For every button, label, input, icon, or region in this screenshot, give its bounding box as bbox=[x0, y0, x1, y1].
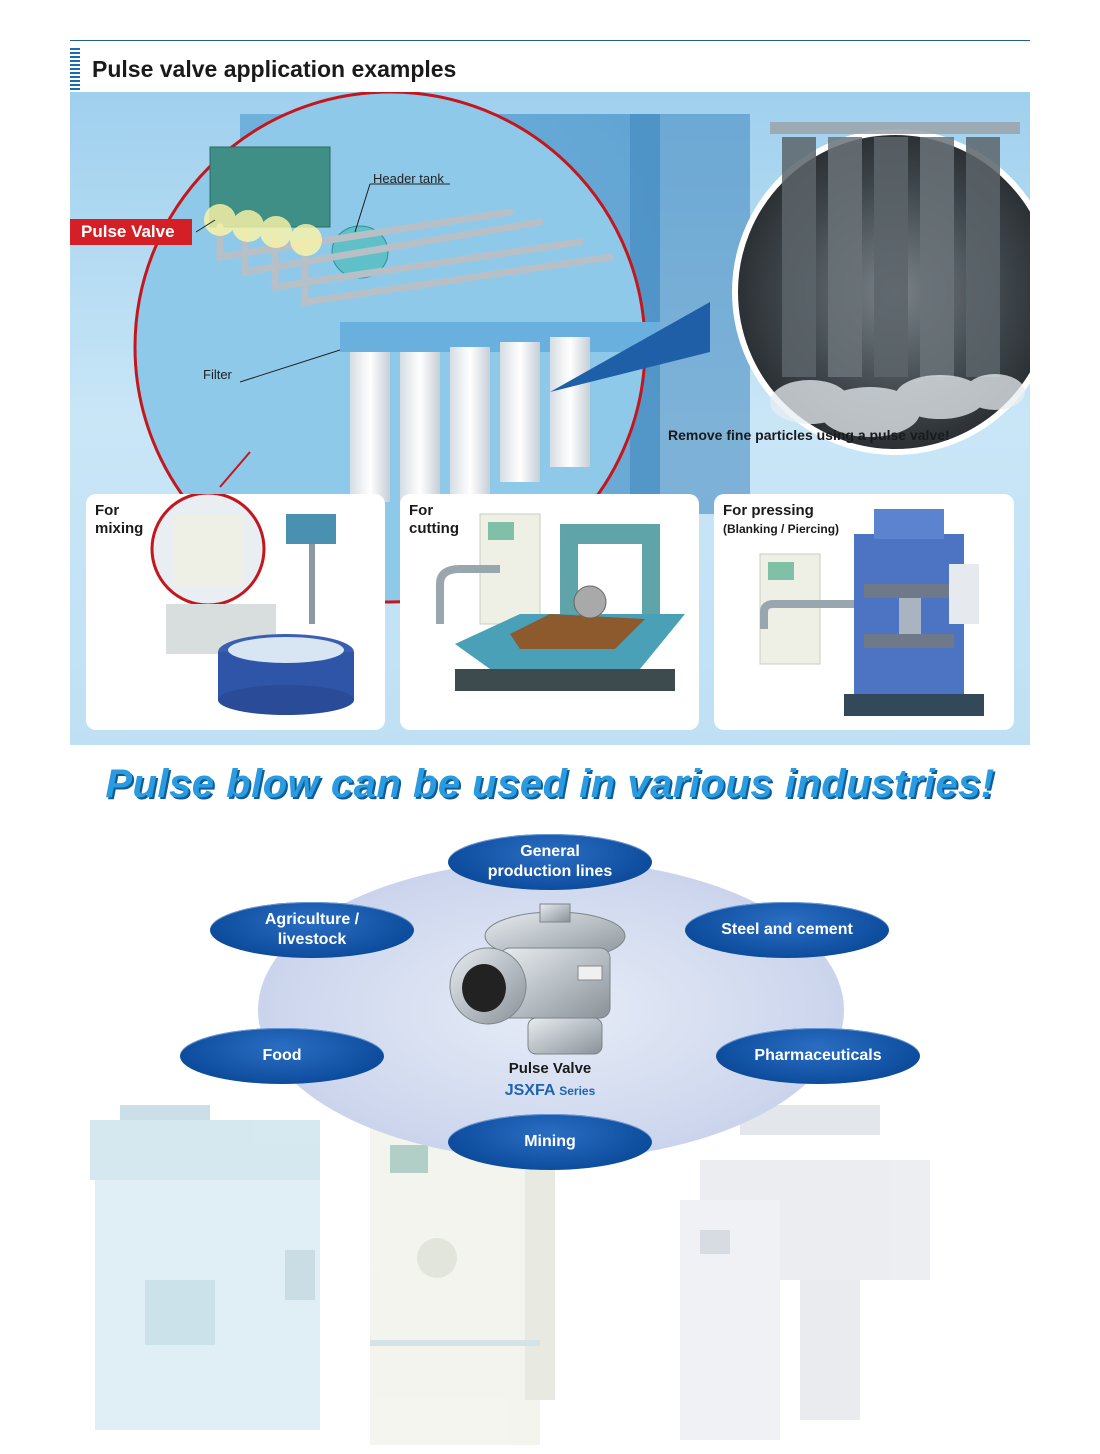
header-tank-label: Header tank bbox=[373, 171, 444, 186]
product-series-suffix: Series bbox=[559, 1084, 596, 1098]
filter-label: Filter bbox=[203, 367, 232, 382]
product-series: JSXFA Series bbox=[450, 1082, 650, 1100]
industry-steel-cement: Steel and cement bbox=[685, 902, 889, 958]
pulse-valve-product-image bbox=[449, 903, 626, 1055]
industry-food: Food bbox=[180, 1028, 384, 1084]
card-pressing-title: For pressing bbox=[723, 502, 814, 519]
heading-marker bbox=[70, 48, 80, 90]
card-pressing-subtitle: (Blanking / Piercing) bbox=[723, 522, 840, 536]
card-pressing: For pressing (Blanking / Piercing) bbox=[714, 494, 1014, 730]
industries-section: General production lines Agriculture / l… bbox=[0, 820, 1100, 1454]
card-mixing: For mixing bbox=[86, 494, 385, 730]
card-cutting-title: For cutting bbox=[409, 502, 459, 537]
top-rule bbox=[70, 40, 1030, 41]
product-series-code: JSXFA bbox=[504, 1082, 555, 1099]
dust-collector-illustration bbox=[133, 92, 1030, 604]
industry-mining: Mining bbox=[448, 1114, 652, 1170]
page-title: Pulse valve application examples bbox=[92, 56, 457, 82]
background-equipment bbox=[90, 1105, 930, 1445]
card-cutting: For cutting bbox=[400, 494, 699, 730]
pressing-illustration bbox=[759, 509, 984, 716]
mixing-illustration bbox=[150, 494, 354, 715]
industry-agriculture: Agriculture / livestock bbox=[210, 902, 414, 958]
hero-illustration bbox=[70, 92, 1030, 745]
tagline: Pulse blow can be used in various indust… bbox=[105, 762, 995, 806]
industry-general-production: General production lines bbox=[448, 834, 652, 890]
cutting-illustration bbox=[436, 513, 685, 691]
application-cards: For mixing For cutting For bbox=[86, 494, 1014, 730]
pulse-valve-label: Pulse Valve bbox=[70, 219, 192, 245]
industry-pharmaceuticals: Pharmaceuticals bbox=[716, 1028, 920, 1084]
product-name: Pulse Valve bbox=[508, 1060, 592, 1077]
remove-particles-caption: Remove fine particles using a pulse valv… bbox=[668, 427, 950, 443]
card-mixing-title: For mixing bbox=[95, 502, 144, 537]
